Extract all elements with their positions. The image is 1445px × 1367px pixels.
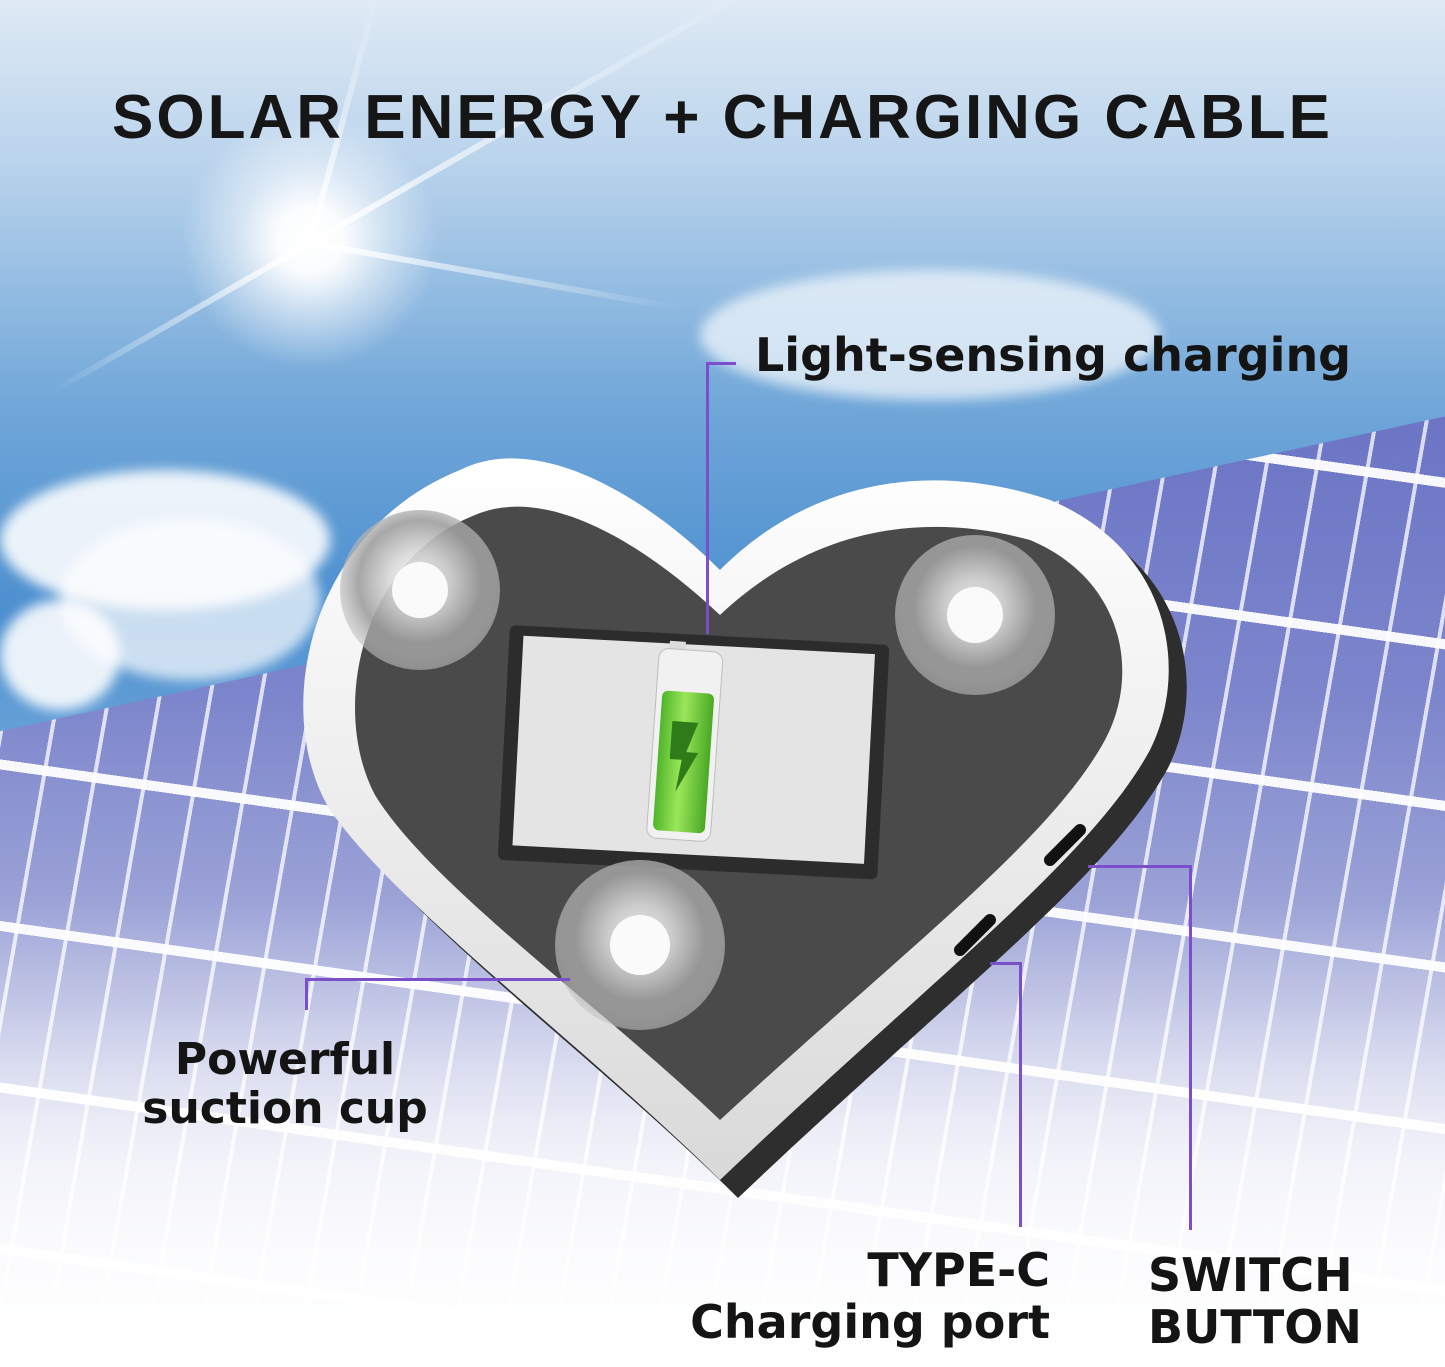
cloud	[700, 270, 1160, 400]
label-suction-line2: suction cup	[142, 1083, 428, 1135]
label-switch-line1: SWITCH	[1148, 1248, 1353, 1302]
label-switch-button: SWITCH BUTTON	[1148, 1248, 1362, 1354]
page-title: SOLAR ENERGY + CHARGING CABLE	[112, 83, 1333, 152]
cloud	[0, 600, 120, 710]
label-type-c: TYPE-C Charging port	[640, 1243, 1050, 1349]
battery-icon	[646, 640, 724, 842]
label-suction-line1: Powerful	[174, 1034, 396, 1085]
callout-line-light	[706, 362, 736, 365]
callout-line-switch	[1189, 865, 1192, 1230]
callout-line-typec	[990, 962, 1022, 965]
heart-device	[303, 458, 1187, 1199]
label-typec-line2: Charging port	[690, 1294, 1050, 1349]
label-light-sensing: Light-sensing charging	[755, 328, 1352, 382]
label-switch-line2: BUTTON	[1148, 1299, 1362, 1354]
label-typec-line1: TYPE-C	[867, 1243, 1050, 1297]
callout-line-suction	[305, 978, 308, 1010]
callout-line-typec	[1019, 962, 1022, 1227]
callout-line-suction	[305, 978, 570, 981]
label-suction-cup: Powerful suction cup	[125, 1035, 445, 1134]
callout-line-light	[706, 362, 709, 634]
callout-line-switch	[1088, 865, 1192, 868]
